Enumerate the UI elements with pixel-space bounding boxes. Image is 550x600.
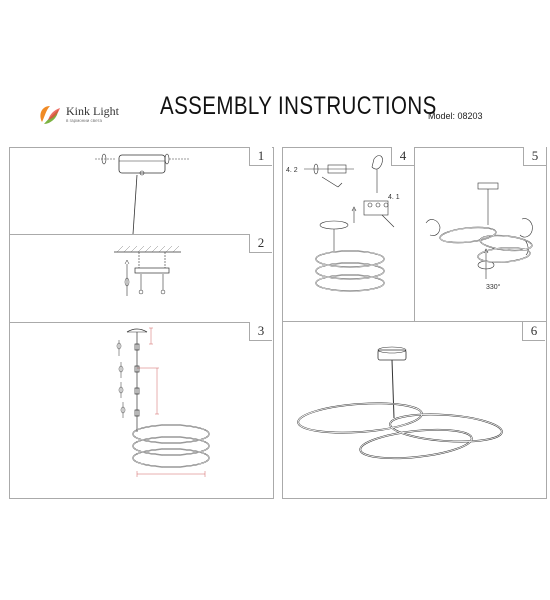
step-3-illustration bbox=[116, 327, 210, 477]
step-4-illustration: 4. 2 4. 1 bbox=[286, 155, 400, 292]
step-1-number: 1 bbox=[249, 147, 272, 166]
step-4-label-1: 4. 1 bbox=[388, 194, 400, 201]
left-panel: 1 2 bbox=[9, 147, 274, 499]
brand-name: Kink Light bbox=[66, 104, 119, 118]
logo-icon bbox=[40, 106, 60, 124]
step-2-cell: 2 bbox=[9, 234, 272, 323]
step-2-illustration bbox=[114, 245, 181, 296]
model-number: Model: 08203 bbox=[428, 111, 483, 121]
page-title: ASSEMBLY INSTRUCTIONS bbox=[160, 92, 437, 120]
step-5-cell: 5 330° bbox=[414, 147, 546, 322]
step-1-illustration bbox=[95, 153, 189, 235]
step-2-number: 2 bbox=[249, 234, 272, 253]
step-5-number: 5 bbox=[523, 147, 546, 166]
header: Kink Light в гармонии света ASSEMBLY INS… bbox=[0, 0, 550, 140]
step-4-number: 4 bbox=[391, 147, 414, 166]
step-1-cell: 1 bbox=[9, 147, 272, 235]
step-4-label-2: 4. 2 bbox=[286, 167, 298, 174]
step-6-cell: 6 bbox=[282, 322, 545, 498]
rotation-angle-label: 330° bbox=[486, 283, 501, 291]
step-6-number: 6 bbox=[522, 322, 545, 341]
step-3-number: 3 bbox=[249, 322, 272, 341]
right-panel: 4 4. 2 4. 1 bbox=[282, 147, 547, 499]
step-5-illustration: 330° bbox=[425, 182, 533, 291]
step-3-cell: 3 bbox=[9, 322, 272, 498]
step-6-illustration bbox=[297, 346, 503, 460]
brand-tagline: в гармонии света bbox=[66, 118, 103, 123]
step-4-cell: 4 4. 2 4. 1 bbox=[282, 147, 415, 322]
brand-logo: Kink Light в гармонии света bbox=[36, 100, 136, 130]
